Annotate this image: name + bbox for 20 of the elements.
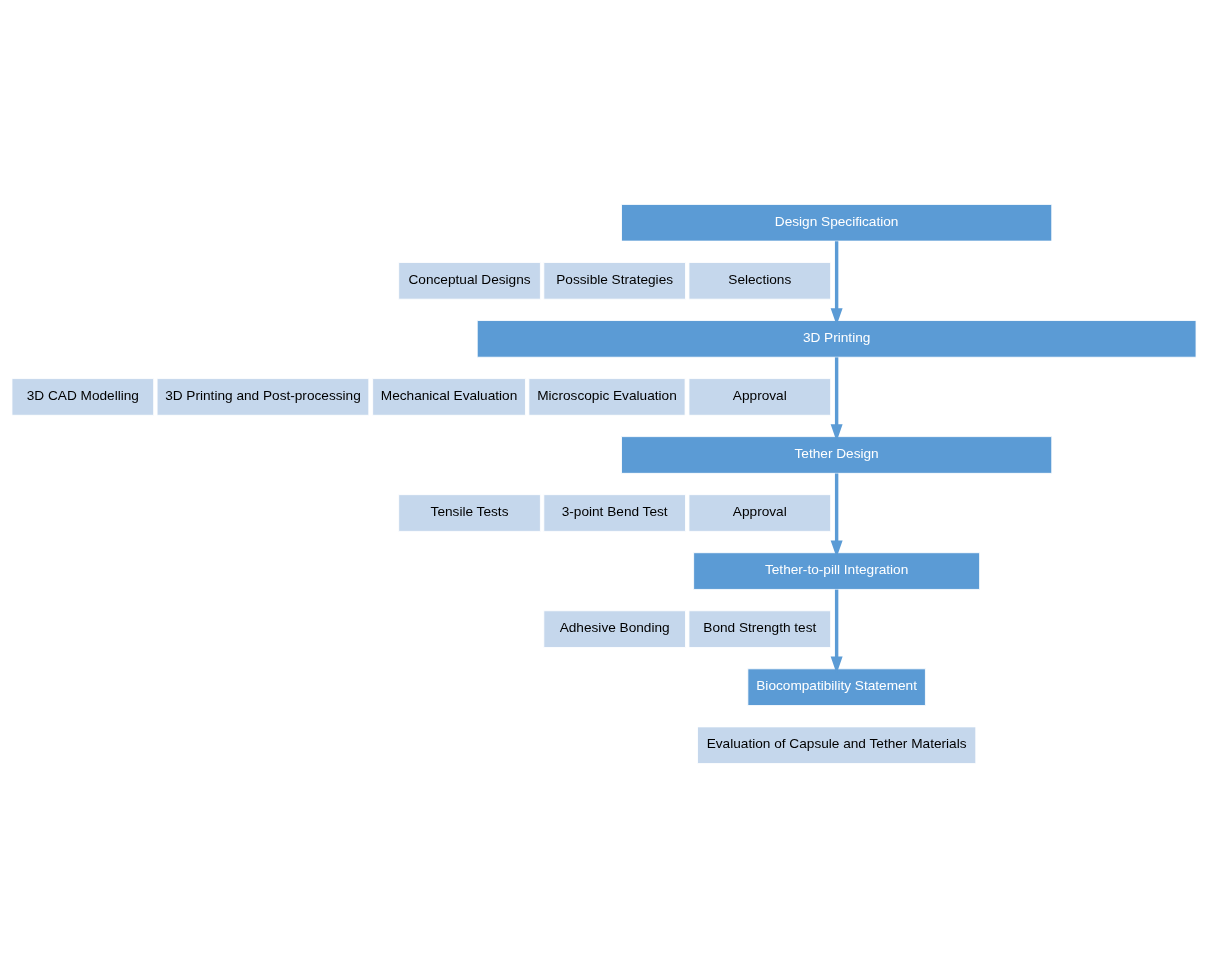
node-box: 3D CAD Modelling: [11, 377, 155, 416]
node-box: Biocompatibility Statement: [747, 667, 926, 706]
node-box: Conceptual Designs: [398, 261, 541, 300]
node-box: Tensile Tests: [398, 493, 541, 532]
node-box: Approval: [688, 377, 832, 416]
node-box: Approval: [688, 493, 832, 532]
node-box: Mechanical Evaluation: [372, 377, 526, 416]
node-box: Tether Design: [621, 435, 1053, 474]
node-box: Adhesive Bonding: [543, 609, 686, 648]
node-box: Design Specification: [621, 203, 1053, 242]
node-box: Tether-to-pill Integration: [693, 551, 981, 590]
node-box: 3-point Bend Test: [543, 493, 686, 532]
arrow: [830, 356, 843, 441]
node-box: Microscopic Evaluation: [528, 377, 686, 416]
node-box: Selections: [688, 261, 832, 300]
node-box: Bond Strength test: [688, 609, 832, 648]
node-box: 3D Printing and Post-processing: [156, 377, 370, 416]
node-box: Evaluation of Capsule and Tether Materials: [697, 725, 977, 764]
node-box: Possible Strategies: [543, 261, 686, 300]
node-box: 3D Printing: [476, 319, 1197, 358]
